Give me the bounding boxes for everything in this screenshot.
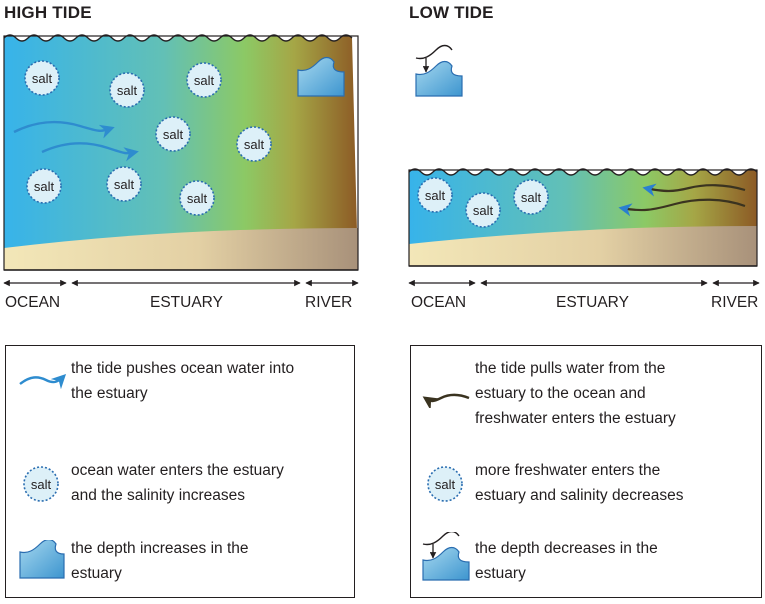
salt-bubble: salt (179, 180, 215, 216)
depth-decrease-icon (415, 44, 463, 97)
salt-label: salt (114, 177, 135, 192)
high-tide-estuary-diagram: salt salt salt salt salt salt salt salt (3, 34, 359, 271)
high-tide-river-label: RIVER (305, 294, 353, 311)
depth-increase-icon (297, 56, 345, 97)
outgoing-tide-arrow-1 (642, 183, 746, 197)
low-tide-legend-3: the depth decreases in the estuary (475, 540, 658, 582)
salt-bubble: salt (109, 72, 145, 108)
salt-label: salt (244, 137, 265, 152)
high-tide-estuary-label: ESTUARY (150, 294, 223, 311)
salt-bubble: salt (155, 116, 191, 152)
salt-label: salt (435, 477, 456, 492)
high-tide-sand (4, 228, 358, 270)
high-tide-title: HIGH TIDE (4, 3, 92, 22)
low-tide-ocean-label: OCEAN (411, 294, 467, 311)
salt-label: salt (117, 83, 138, 98)
high-tide-ocean-label: OCEAN (5, 294, 61, 311)
salt-bubble: salt (186, 62, 222, 98)
salt-label: salt (425, 188, 446, 203)
dark-curved-arrow-icon (422, 393, 470, 408)
salt-bubble-icon: salt (23, 466, 59, 502)
high-tide-wave-line (3, 34, 353, 42)
salt-bubble: salt (26, 168, 62, 204)
high-tide-legend-2: ocean water enters the estuary and the s… (71, 462, 284, 504)
depth-decrease-icon (422, 532, 470, 581)
low-tide-legend: the tide pulls water from the estuary to… (410, 345, 762, 598)
outgoing-tide-arrow-2 (618, 198, 746, 217)
incoming-tide-arrow-1 (13, 120, 115, 139)
salt-bubble: salt (236, 126, 272, 162)
salt-label: salt (187, 191, 208, 206)
salt-bubble: salt (465, 192, 501, 228)
high-tide-legend: the tide pushes ocean water into the est… (5, 345, 355, 598)
salt-label: salt (34, 179, 55, 194)
low-tide-sand (409, 226, 757, 266)
high-tide-legend-1: the tide pushes ocean water into the est… (71, 360, 295, 402)
low-tide-title: LOW TIDE (409, 3, 494, 22)
high-tide-legend-3: the depth increases in the estuary (71, 540, 249, 582)
high-tide-water (4, 35, 358, 270)
salt-bubble: salt (106, 166, 142, 202)
salt-bubble: salt (24, 60, 60, 96)
depth-increase-icon (19, 540, 65, 579)
low-tide-estuary-label: ESTUARY (556, 294, 629, 311)
salt-label: salt (32, 71, 53, 86)
salt-bubble: salt (417, 177, 453, 213)
high-tide-zone-arrows (3, 279, 359, 287)
salt-label: salt (163, 127, 184, 142)
salt-label: salt (521, 190, 542, 205)
salt-label: salt (194, 73, 215, 88)
salt-bubble: salt (513, 179, 549, 215)
low-tide-legend-2: more freshwater enters the estuary and s… (475, 462, 684, 504)
salt-bubble-icon: salt (427, 466, 463, 502)
blue-curved-arrow-icon (19, 373, 67, 390)
low-tide-river-label: RIVER (711, 294, 759, 311)
incoming-tide-arrow-2 (41, 142, 139, 162)
low-tide-estuary-diagram: salt salt salt (408, 168, 758, 267)
low-tide-wave-line (408, 168, 758, 176)
salt-label: salt (473, 203, 494, 218)
salt-label: salt (31, 477, 52, 492)
low-tide-legend-1: the tide pulls water from the estuary to… (475, 360, 676, 427)
low-tide-zone-arrows (408, 279, 760, 287)
